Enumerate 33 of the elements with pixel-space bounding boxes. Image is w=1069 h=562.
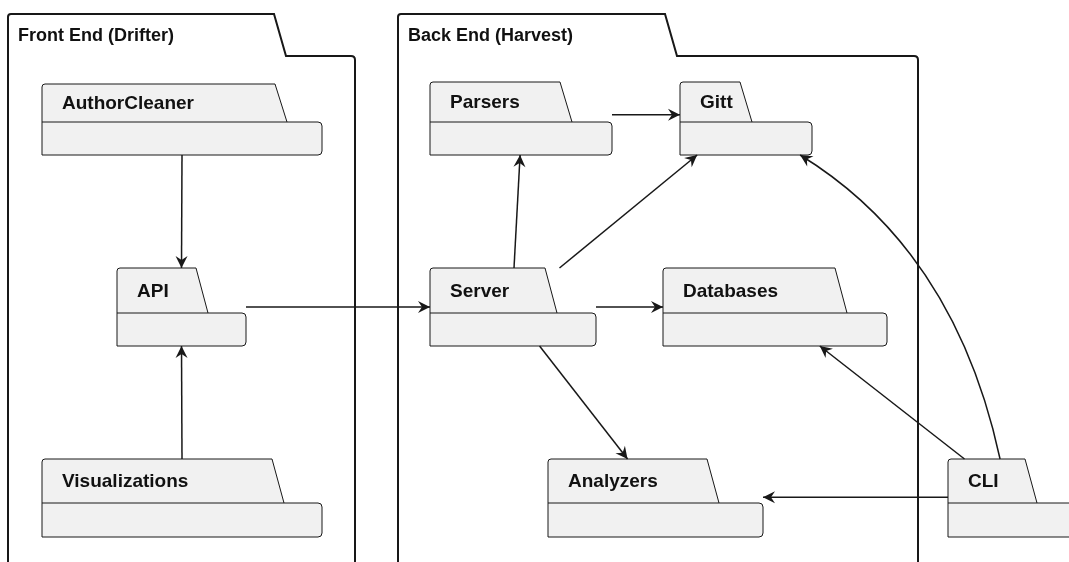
package-box [430,82,612,155]
package-box [663,268,887,346]
arrow [595,301,664,313]
package-box [548,459,763,537]
package-label: Databases [683,278,779,303]
package-box [42,84,322,155]
package-label: AuthorCleaner [62,91,194,115]
arrow [538,345,629,460]
package-label: Visualizations [62,469,189,493]
arrow [513,154,526,269]
arrow [245,301,431,313]
package-label: CLI [968,469,999,493]
package-box [948,459,1069,537]
arrow [558,154,698,269]
arrow [611,108,681,121]
package-label: Back End (Harvest) [408,23,574,47]
package-label: Parsers [450,90,520,114]
arrow [819,345,966,460]
package-label: Gitt [700,90,733,114]
arrow [799,154,1001,460]
package-box [117,268,246,346]
package-label: Server [450,278,510,303]
package-frame [8,14,355,562]
arrow [175,345,188,460]
package-label: Front End (Drifter) [18,23,174,47]
arrow [762,491,949,504]
package-label: API [137,278,169,303]
arrow [175,154,188,269]
package-box [430,268,596,346]
package-frame [398,14,918,562]
package-box [680,82,812,155]
package-label: Analyzers [568,469,658,493]
package-box [42,459,322,537]
